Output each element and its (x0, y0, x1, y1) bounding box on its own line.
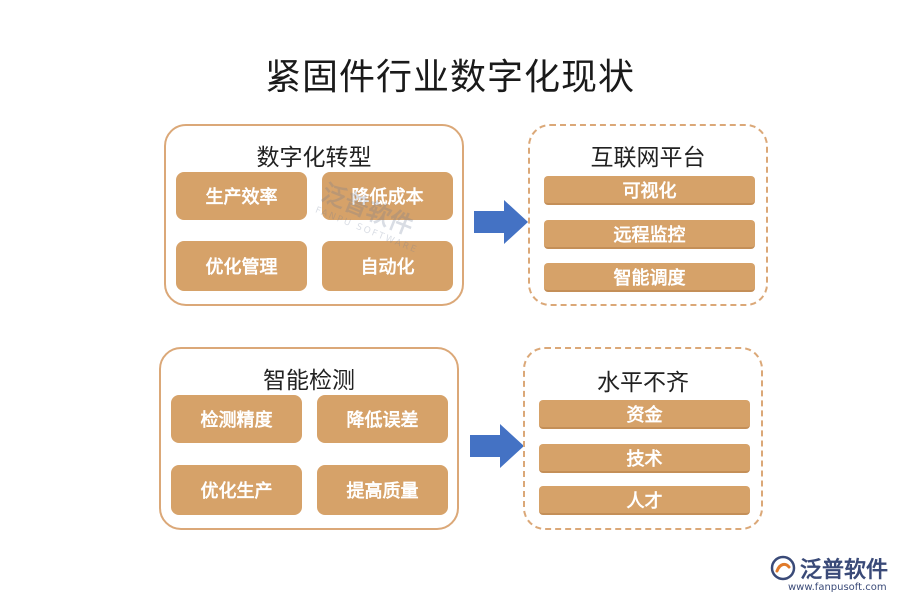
arrow-right-icon (474, 200, 528, 244)
bar-talent: 人才 (539, 486, 750, 515)
tile-reduce-error: 降低误差 (317, 395, 448, 443)
panel-title: 智能检测 (263, 368, 355, 394)
tile-optimize-management: 优化管理 (176, 241, 307, 291)
bar-visualization: 可视化 (544, 176, 755, 205)
bar-technology: 技术 (539, 444, 750, 473)
tile-production-efficiency: 生产效率 (176, 172, 307, 220)
brand-logo-icon (770, 555, 796, 581)
page-title: 紧固件行业数字化现状 (264, 57, 635, 98)
tile-optimize-production: 优化生产 (171, 465, 302, 515)
brand-url: www.fanpusoft.com (788, 582, 887, 593)
panel-title: 水平不齐 (597, 370, 689, 396)
brand-logo: 泛普软件 (770, 552, 888, 584)
arrow-right-icon (470, 424, 524, 468)
tile-detection-accuracy: 检测精度 (171, 395, 302, 443)
tile-automation: 自动化 (322, 241, 453, 291)
bar-intelligent-scheduling: 智能调度 (544, 263, 755, 292)
panel-title: 数字化转型 (256, 145, 372, 171)
panel-title: 互联网平台 (590, 145, 706, 171)
bar-funds: 资金 (539, 400, 750, 429)
brand-name: 泛普软件 (800, 558, 889, 583)
tile-reduce-cost: 降低成本 (322, 172, 453, 220)
tile-improve-quality: 提高质量 (317, 465, 448, 515)
bar-remote-monitoring: 远程监控 (544, 220, 755, 249)
